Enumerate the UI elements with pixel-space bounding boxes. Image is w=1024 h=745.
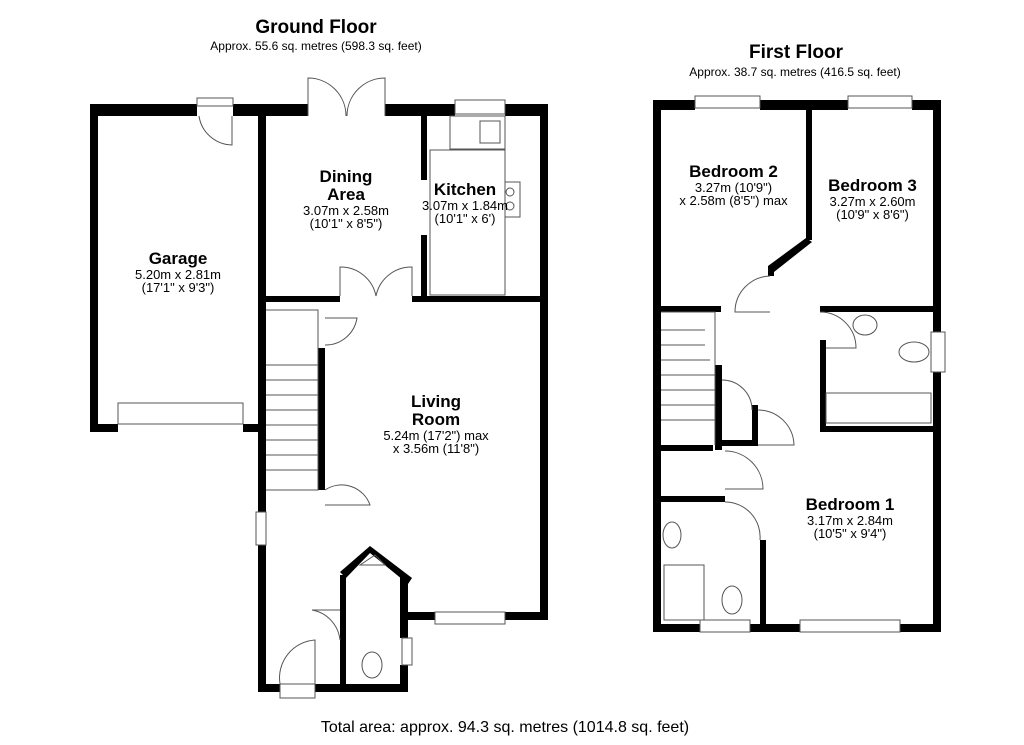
room-dims-metric: 5.24m (17'2") max — [383, 427, 489, 443]
first-floor-walls — [653, 100, 941, 632]
ground-floor-area: Approx. 55.6 sq. metres (598.3 sq. feet) — [210, 39, 422, 53]
room-dims-metric: 3.17m x 2.84m — [807, 512, 893, 528]
room-name: Bedroom 1 — [805, 495, 895, 514]
room-dims-imperial: x 3.56m (11'8") — [392, 441, 480, 457]
room-dims-imperial: x 2.58m (8'5") max — [679, 193, 788, 209]
room-dims-imperial: (10'1" x 8'5") — [309, 216, 383, 232]
room-label-bedroom-1: Bedroom 1 3.17m x 2.84m (10'5" x 9'4") — [780, 496, 920, 541]
room-name: Living Room — [410, 392, 462, 429]
ground-floor-title: Ground Floor — [255, 17, 377, 38]
room-name: Bedroom 2 — [689, 162, 778, 181]
room-name: Garage — [148, 249, 208, 268]
room-dims-imperial: (17'1" x 9'3") — [141, 280, 215, 296]
room-label-dining-area: Dining Area 3.07m x 2.58m (10'1" x 8'5") — [286, 168, 406, 231]
room-label-kitchen: Kitchen 3.07m x 1.84m (10'1" x 6') — [410, 181, 520, 226]
ground-floor-fixtures — [117, 77, 521, 699]
ground-floor-walls — [90, 104, 548, 692]
room-name: Kitchen — [433, 180, 497, 199]
room-name: Dining Area — [319, 167, 373, 204]
room-name: Bedroom 3 — [828, 176, 917, 195]
room-dims-metric: 3.27m x 2.60m — [829, 193, 916, 209]
room-label-bedroom-2: Bedroom 2 3.27m (10'9") x 2.58m (8'5") m… — [661, 163, 806, 208]
room-dims-imperial: (10'9" x 8'6") — [836, 207, 909, 223]
room-dims-imperial: (10'1" x 6') — [434, 211, 496, 227]
first-floor-fixtures — [661, 95, 946, 633]
first-floor-title: First Floor — [749, 42, 843, 63]
room-dims-metric: 3.07m x 2.58m — [303, 202, 389, 218]
room-dims-imperial: (10'5" x 9'4") — [813, 526, 887, 542]
room-label-garage: Garage 5.20m x 2.81m (17'1" x 9'3") — [98, 250, 258, 295]
room-dims-metric: 5.20m x 2.81m — [135, 266, 221, 282]
room-dims-metric: 3.27m (10'9") — [694, 179, 773, 195]
room-label-bedroom-3: Bedroom 3 3.27m x 2.60m (10'9" x 8'6") — [812, 177, 933, 222]
total-area: Total area: approx. 94.3 sq. metres (101… — [320, 719, 690, 736]
room-label-living-room: Living Room 5.24m (17'2") max x 3.56m (1… — [356, 393, 516, 456]
room-dims-metric: 3.07m x 1.84m — [422, 197, 508, 213]
first-floor-area: Approx. 38.7 sq. metres (416.5 sq. feet) — [689, 65, 901, 79]
